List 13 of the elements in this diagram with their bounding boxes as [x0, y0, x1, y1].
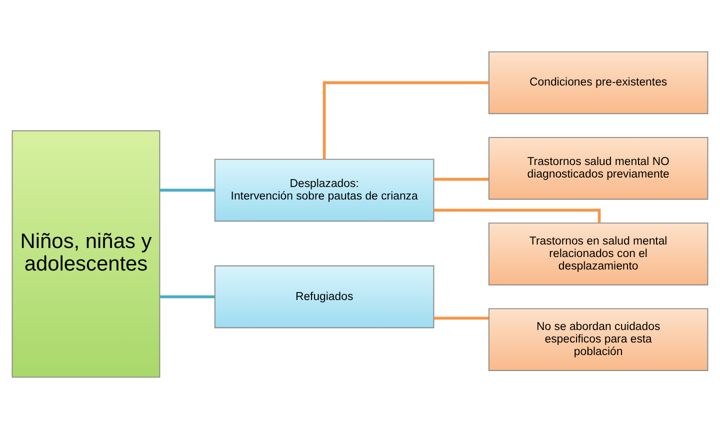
connector [434, 208, 601, 222]
node-box: Niños, niñas y adolescentes [12, 130, 160, 378]
node-box: Refugiados [214, 264, 434, 328]
node-box: Desplazados: Intervención sobre pautas de crianza [214, 158, 434, 222]
connector [322, 80, 489, 159]
node-box: Trastornos salud mental NO diagnosticados previamente [488, 136, 708, 200]
node-box: Trastornos en salud mental relacionados con el desplazamiento [488, 222, 708, 285]
connector [160, 188, 215, 192]
node-box: Condiciones pre-existentes [488, 50, 708, 114]
node-box: No se abordan cuidados especificos para esta población [488, 308, 708, 371]
connector [434, 177, 489, 180]
connector [434, 316, 489, 320]
connector [160, 294, 215, 298]
